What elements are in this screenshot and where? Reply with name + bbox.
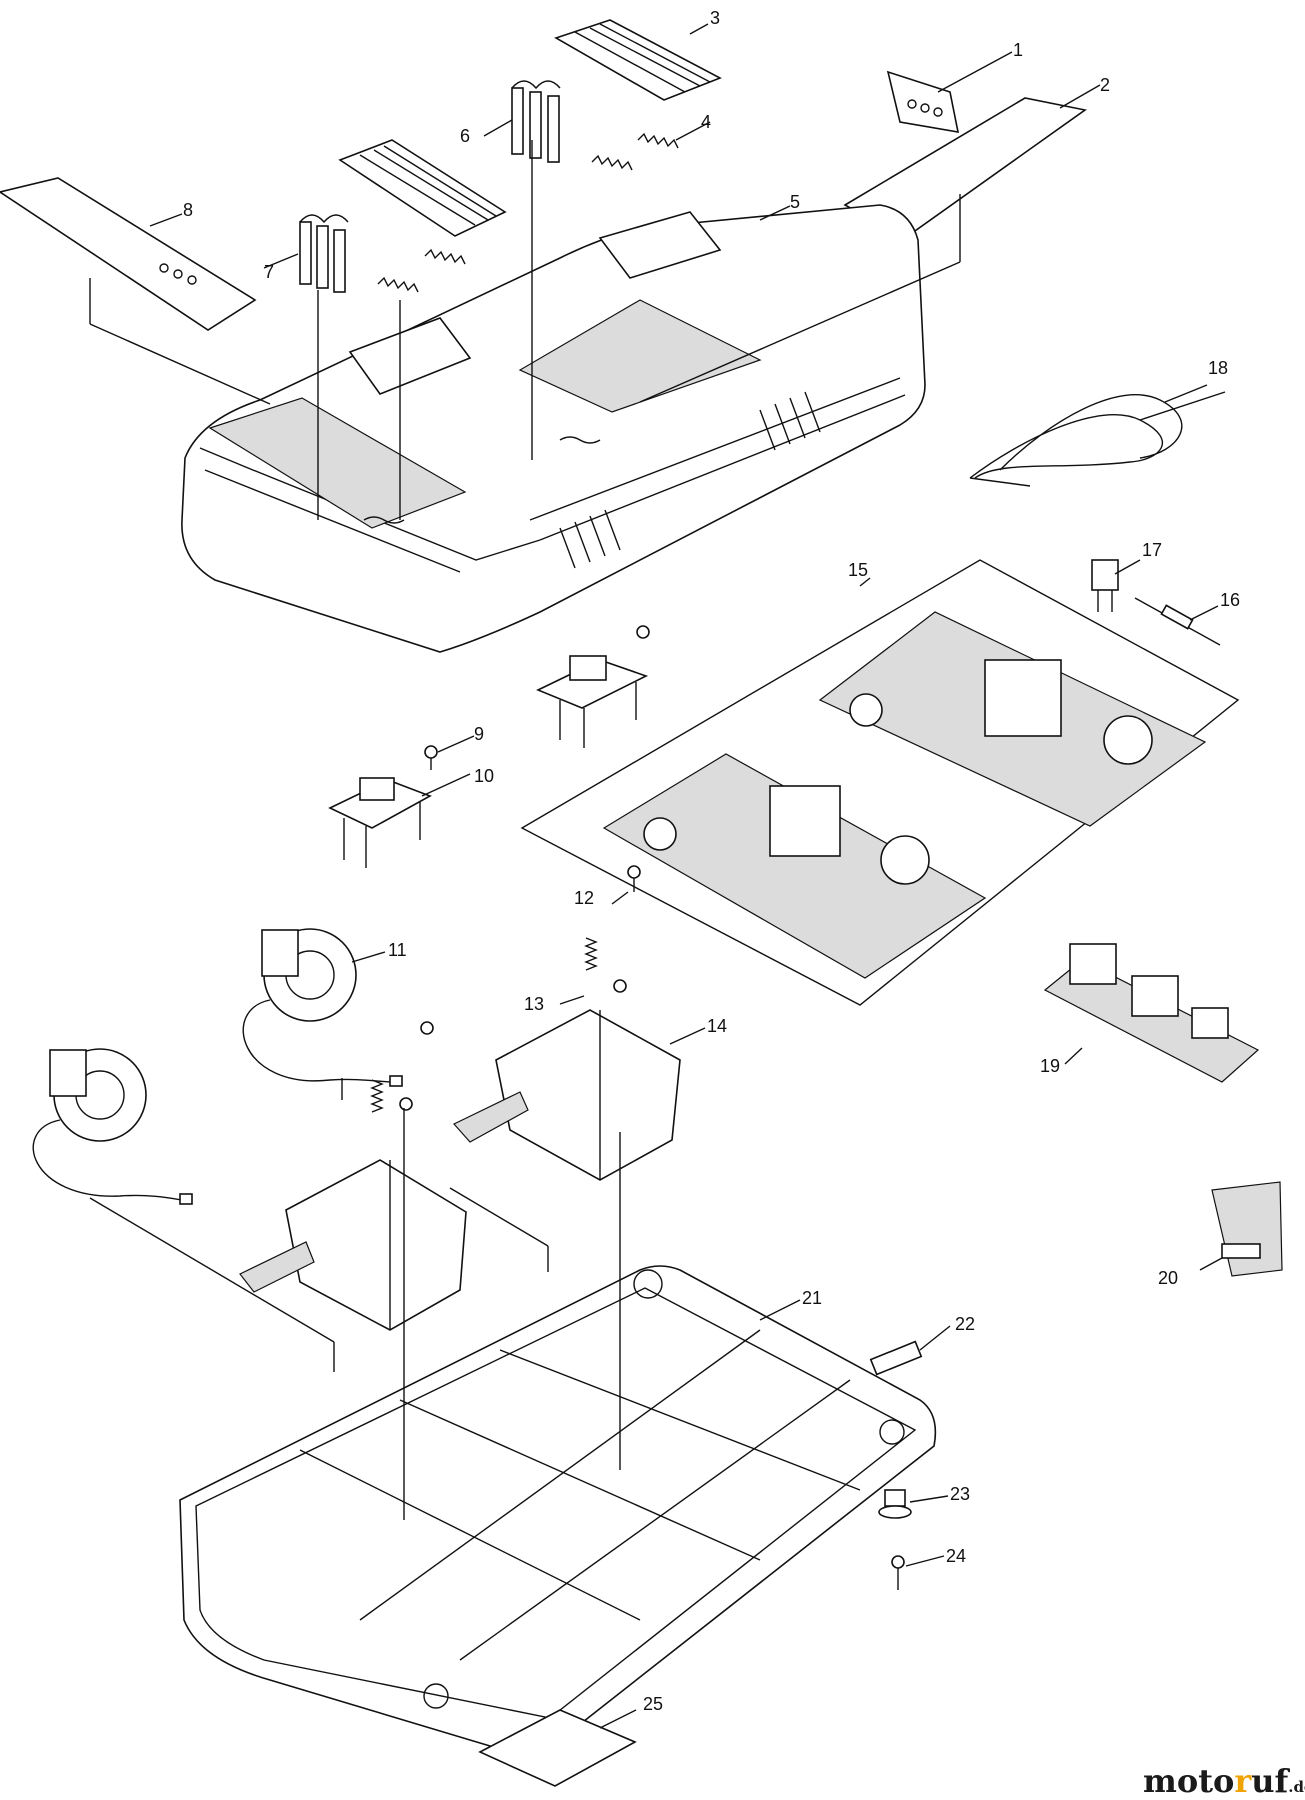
part-3-slide-cover [554,19,722,101]
watermark-part1: moto [1143,1762,1234,1800]
part-4-spring [377,132,679,293]
part-11-fan-lower [32,1048,193,1205]
callout-17: 17 [1142,540,1162,560]
part-18-cord [969,391,1226,487]
part-25-bottom-label [478,1709,637,1787]
callout-11: 11 [388,940,407,960]
callout-15: 15 [848,560,868,580]
part-21-base-housing [179,1265,937,1755]
callout-labels: 1 2 3 4 5 6 7 8 9 10 11 12 13 14 15 16 1… [183,8,1240,1714]
part-24-screw [891,1555,905,1590]
callout-3: 3 [710,8,720,28]
part-10b-terminal-block [536,625,650,748]
site-watermark: motoruf.de [1143,1762,1305,1800]
callout-1: 1 [1013,40,1023,60]
watermark-suffix: .de [1288,1778,1305,1796]
part-7-terminal-pins [299,214,349,293]
part-8-rating-plate [0,177,257,331]
part-14-fan-bracket-left [239,1159,467,1331]
part-11-fan-upper [242,928,403,1087]
callout-4: 4 [701,112,711,132]
part-13-spring [370,937,598,1113]
callout-20: 20 [1158,1268,1178,1288]
part-10-terminal-block [328,777,432,868]
callout-9: 9 [474,724,484,744]
callout-21: 21 [802,1288,822,1308]
callout-24: 24 [946,1546,966,1566]
part-6-terminal-pins [511,80,561,163]
part-9-screw [424,745,438,770]
callout-23: 23 [950,1484,970,1504]
part-3b-slide-cover [338,139,507,237]
part-1-label-plate [886,70,960,133]
callout-16: 16 [1220,590,1240,610]
callout-14: 14 [707,1016,727,1036]
part-12-screw [399,865,641,1111]
part-19-sub-pcb [1043,943,1260,1083]
callout-12: 12 [574,888,594,908]
callout-8: 8 [183,200,193,220]
part-5-upper-housing [181,204,926,653]
part-16-fuse [1134,597,1221,646]
part-20-control-board [1211,1181,1283,1277]
watermark-part3: uf [1251,1762,1290,1800]
callout-22: 22 [955,1314,975,1334]
callout-25: 25 [643,1694,663,1714]
callout-18: 18 [1208,358,1228,378]
callout-10: 10 [474,766,494,786]
watermark-part2: r [1234,1762,1252,1800]
part-14-fan-bracket-right [453,1009,681,1181]
part-22-clamp [869,1340,923,1376]
callout-6: 6 [460,126,470,146]
leader-lines [89,23,1223,1729]
part-15-pcb-assembly [520,559,1240,1006]
part-23-foot [878,1489,912,1519]
part-17-fuse-holder [1091,559,1119,612]
callout-2: 2 [1100,75,1110,95]
callout-19: 19 [1040,1056,1060,1076]
svg-text:motoruf.de: motoruf.de [1143,1762,1305,1800]
callout-13: 13 [524,994,544,1014]
callout-7: 7 [264,262,274,282]
callout-5: 5 [790,192,800,212]
